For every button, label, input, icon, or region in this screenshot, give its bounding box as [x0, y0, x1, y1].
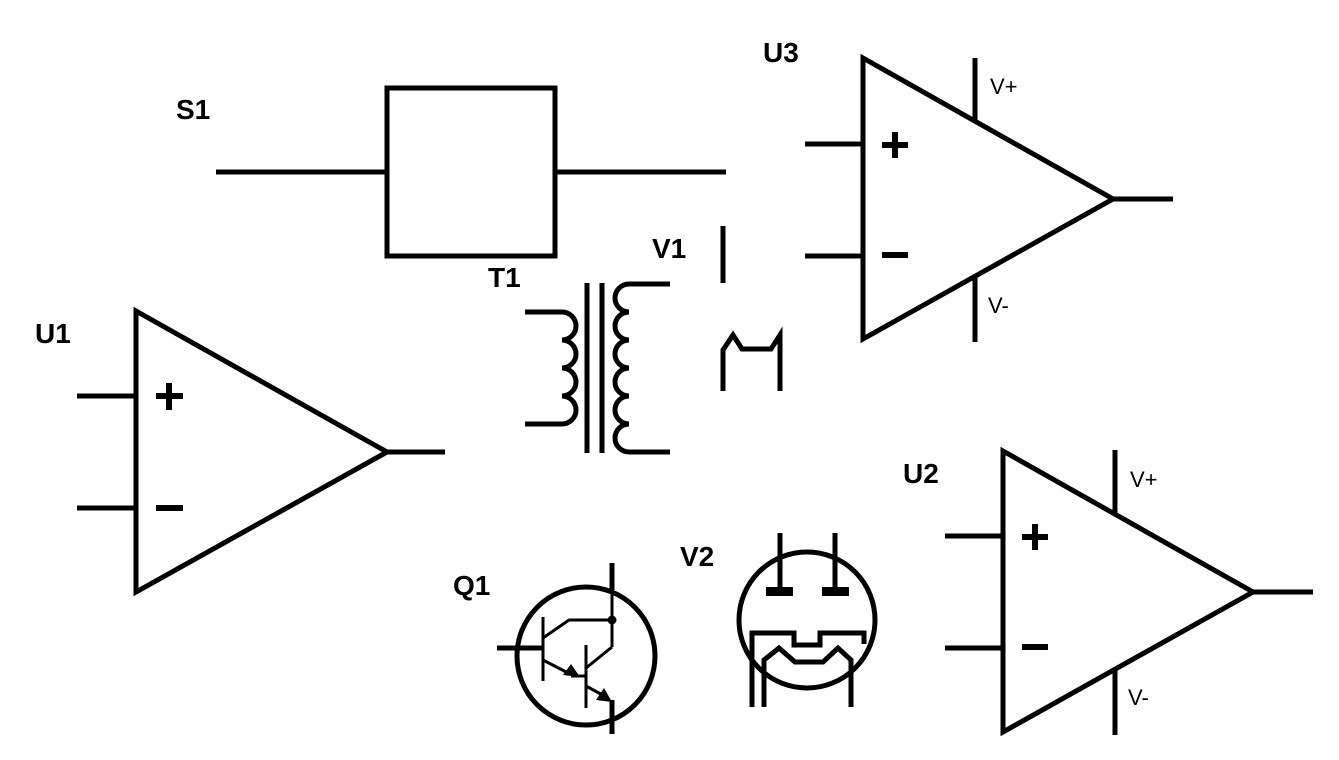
- component-v2[interactable]: V2: [680, 533, 878, 707]
- component-u2[interactable]: U2 V+ V-: [903, 446, 1313, 737]
- t1-secondary-winding: [612, 281, 670, 455]
- q1-t1-collector: [542, 618, 612, 640]
- ref-label-u2: U2: [903, 458, 939, 489]
- q1-t2-collector: [585, 645, 613, 670]
- v2-plate-1: [766, 587, 793, 596]
- ref-label-u3: U3: [763, 37, 799, 68]
- component-s1[interactable]: S1: [176, 85, 726, 259]
- v2-cathode: [749, 630, 867, 707]
- t1-primary-winding: [525, 309, 579, 427]
- ref-label-t1: T1: [488, 262, 521, 293]
- ref-label-v2: V2: [680, 541, 714, 572]
- q1-junction-dot: [607, 615, 617, 625]
- u1-triangle-body: [133, 306, 393, 597]
- q1-t1-emitter-arrow-icon: [563, 664, 580, 677]
- u3-vminus-label: V-: [988, 293, 1009, 318]
- ref-label-u1: U1: [35, 318, 71, 349]
- v2-filament: [761, 644, 854, 707]
- component-q1[interactable]: Q1: [453, 563, 658, 734]
- ref-label-s1: S1: [176, 94, 210, 125]
- v2-envelope: [736, 549, 878, 691]
- component-u3[interactable]: U3 V+ V-: [763, 37, 1173, 344]
- component-t1[interactable]: T1: [488, 262, 670, 455]
- v2-plate-2: [822, 587, 849, 596]
- u2-triangle-body: [1000, 446, 1259, 737]
- component-v1[interactable]: V1: [652, 226, 783, 391]
- u2-vminus-label: V-: [1128, 685, 1149, 710]
- u2-vplus-label: V+: [1130, 467, 1158, 492]
- component-u1[interactable]: U1: [35, 306, 445, 597]
- ref-label-q1: Q1: [453, 570, 490, 601]
- q1-envelope: [514, 584, 658, 728]
- v1-filament: [720, 326, 783, 391]
- u3-triangle-body: [860, 53, 1119, 344]
- u3-vplus-label: V+: [990, 74, 1018, 99]
- q1-t2-emitter-arrow-icon: [596, 688, 612, 702]
- s1-body: [384, 85, 558, 259]
- ref-label-v1: V1: [652, 233, 686, 264]
